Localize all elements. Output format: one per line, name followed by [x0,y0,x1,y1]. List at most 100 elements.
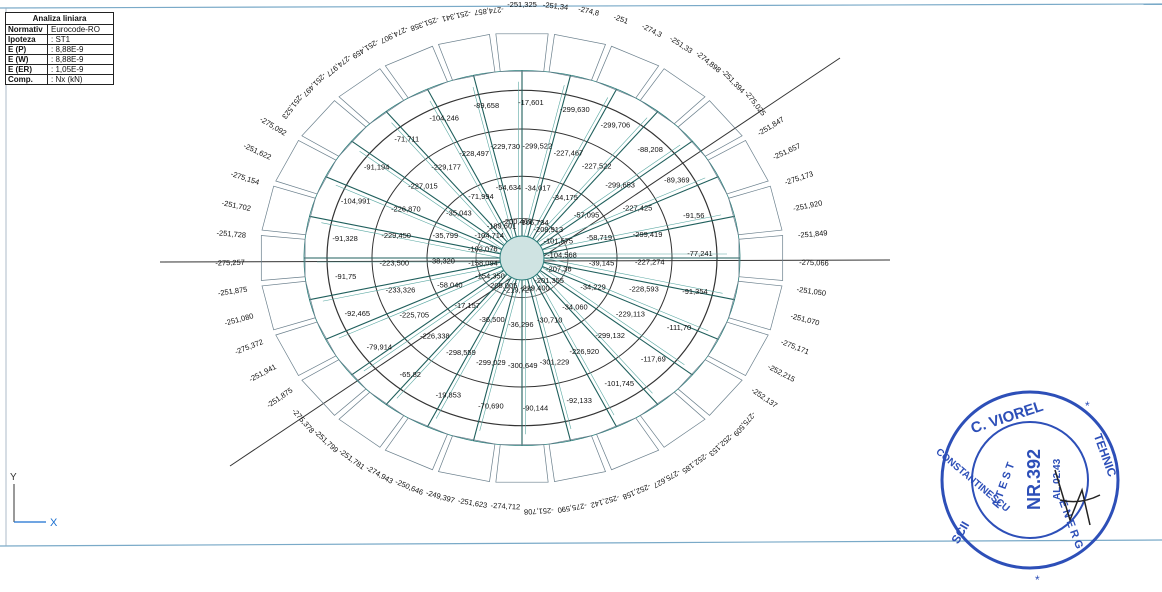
force-label: -227,015 [408,181,438,190]
frame-bottom-line [0,539,1162,547]
radial-beam [541,215,735,255]
force-label: -227,522 [582,162,612,171]
outer-panel [677,359,743,416]
force-label: -275,257 [215,258,245,268]
force-label: -35,043 [446,209,471,218]
radial-beam-edge [527,97,609,241]
force-label: -229,113 [616,309,645,318]
force-label: -275,590 [557,501,588,515]
force-label: -111,70 [667,323,691,332]
radial-beam-edge [531,117,648,243]
radial-beam-edge [396,273,513,399]
radial-beam-edge [359,150,505,251]
radial-beam [525,75,572,242]
force-label: -104,714 [475,231,505,240]
force-label: -299,522 [523,142,553,151]
radial-beam [351,268,507,376]
force-label: -274,3 [640,22,663,39]
force-label: -154,350 [475,272,505,281]
radial-beam [534,271,659,405]
info-row: E (ER): 1,05E-9 [6,65,113,75]
outer-panel [639,68,706,125]
force-label: -251,799 [312,428,340,455]
stamp-star-top: * [1085,399,1090,413]
force-label: -57,095 [574,210,599,219]
radial-beam [385,111,510,245]
force-label: -251,875 [265,386,295,410]
force-label: -275,509 [731,410,757,438]
outer-panel [438,34,496,81]
outer-panel [261,280,316,331]
force-label: -275,372 [234,337,265,356]
stamp-star-bottom: * [1035,573,1040,587]
force-label: -251,657 [771,141,802,161]
force-label: -252,142 [589,493,620,510]
force-label: -251,728 [216,228,246,240]
force-label: -252,215 [766,362,796,384]
force-label: -17,157 [454,301,479,310]
radial-beam [426,273,514,428]
outer-panel [275,139,337,195]
radial-beam [472,75,519,242]
radial-beam-edge [391,122,508,248]
force-label: -274,943 [365,463,395,485]
radial-beam-edge [472,86,515,243]
force-label: -251,394 [720,67,747,95]
radial-beam-edge [338,268,506,339]
force-label: -251,33 [668,34,694,55]
radial-beam-edge [529,273,572,430]
force-label: -251,497 [301,71,328,99]
stamp-letters: A T E S T [990,461,1018,510]
frame-top-line [0,3,1162,9]
force-label: -251,847 [756,115,786,138]
force-label: -201,355 [534,276,564,285]
force-label: -91,194 [364,163,389,172]
outer-panel [707,321,769,377]
force-label: -251,358 [409,15,440,33]
radial-beam-edge [522,85,565,241]
force-label: -19,853 [436,390,461,399]
force-label: -300,649 [508,361,538,370]
stamp-name: C. VIOREL [969,398,1046,437]
force-label: -251 [612,12,629,26]
info-value: Eurocode-RO [51,25,100,34]
radial-beam [426,88,514,243]
force-label: -301,229 [540,357,570,366]
force-label: -34,175 [552,193,577,202]
info-key: Comp. [6,75,48,84]
info-key: E (ER) [6,65,48,74]
force-label: -275,025 [743,89,768,118]
outer-panel [677,100,743,157]
outer-panel [338,68,405,125]
radial-beam [325,264,505,340]
force-label: -70,690 [478,402,503,411]
outer-panel [261,185,316,236]
info-key: Ipoteza [6,35,48,44]
force-label: -251,622 [242,141,273,161]
force-label: -251,920 [792,198,823,213]
force-label: -229,450 [381,231,411,240]
force-label: -251,325 [507,0,537,9]
force-label: -35,799 [433,231,458,240]
force-label: -274,977 [324,53,353,79]
force-label: -219,727 [504,285,534,294]
stamp-outer-ring [940,390,1120,570]
force-label: -39,145 [589,258,614,267]
force-label: -251,050 [796,285,827,298]
force-label: -252,137 [750,386,780,410]
radial-beam-edge [322,265,504,302]
force-label: -34,060 [562,303,587,312]
force-label: -252,153 [707,432,735,459]
outer-panel [548,435,606,482]
radial-beam [541,261,735,301]
force-label: -219,400 [520,284,550,293]
radial-structure [260,33,784,483]
radial-beam [351,140,507,248]
force-label: -91,75 [335,272,356,281]
force-label: -101,745 [604,379,634,388]
force-label: -298,559 [446,348,476,357]
force-label: -79,914 [367,343,392,352]
force-label: -251,070 [790,311,821,327]
force-label: -71,994 [468,192,493,201]
